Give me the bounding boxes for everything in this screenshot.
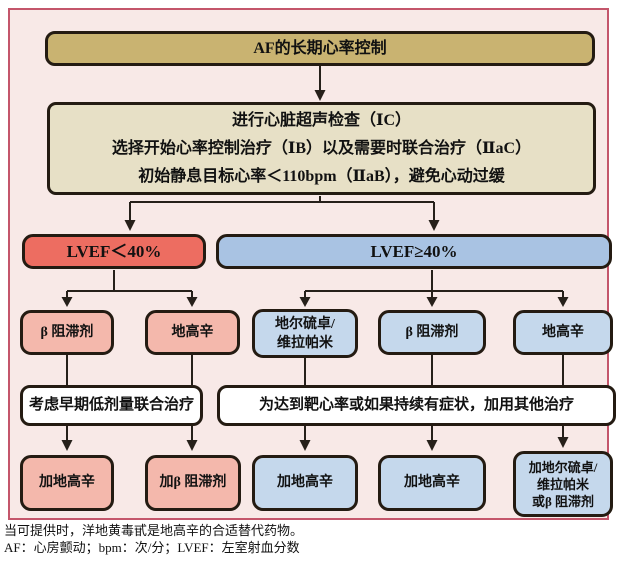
digoxin-label-high: 地高辛 [542, 324, 584, 340]
add-diltiazem-verapamil-or-beta-blocker-box: 加地尔硫卓/ 维拉帕米 或β 阻滞剂 [513, 451, 613, 517]
assessment-line-1: 进行心脏超声检查（ⅠC） [231, 111, 412, 129]
flowchart-panel: AF的长期心率控制 进行心脏超声检查（ⅠC） 选择开始心率控制治疗（ⅠB）以及需… [8, 8, 616, 520]
lvef-below-40-box: LVEF＜40% [22, 234, 206, 269]
lvef-below-40-label: LVEF＜40% [66, 241, 162, 261]
early-combo-therapy-box: 考虑早期低剂量联合治疗 [20, 385, 203, 426]
diltiazem-verapamil-box: 地尔硫卓/ 维拉帕米 [252, 309, 358, 358]
beta-blocker-label-high: β 阻滞剂 [405, 324, 459, 340]
footnote-line-1: 当可提供时，洋地黄毒甙是地高辛的合适替代药物。 [4, 523, 304, 538]
add-digoxin-box-high-1: 加地高辛 [252, 455, 358, 511]
title-text: AF的长期心率控制 [253, 39, 387, 57]
early-combo-therapy-text: 考虑早期低剂量联合治疗 [28, 397, 194, 414]
add-diltiazem-line-1: 加地尔硫卓/ [528, 459, 598, 475]
assessment-line-2: 选择开始心率控制治疗（ⅠB）以及需要时联合治疗（ⅡaC） [111, 139, 532, 157]
assessment-box: 进行心脏超声检查（ⅠC） 选择开始心率控制治疗（ⅠB）以及需要时联合治疗（ⅡaC… [47, 102, 596, 195]
digoxin-box-low: 地高辛 [145, 310, 240, 355]
target-rate-additional-therapy-text: 为达到靶心率或如果持续有症状，加用其他治疗 [258, 397, 574, 414]
add-diltiazem-line-3: 或β 阻滞剂 [531, 493, 595, 509]
add-beta-blocker-box-low: 加β 阻滞剂 [145, 455, 241, 511]
digoxin-box-high: 地高辛 [513, 310, 613, 355]
add-digoxin-label-high-2: 加地高辛 [404, 475, 460, 491]
add-beta-blocker-label-low: 加β 阻滞剂 [159, 475, 227, 491]
beta-blocker-box-low: β 阻滞剂 [20, 310, 114, 355]
add-digoxin-box-high-2: 加地高辛 [378, 455, 486, 511]
target-rate-additional-therapy-box: 为达到靶心率或如果持续有症状，加用其他治疗 [217, 385, 616, 426]
add-digoxin-box-low-1: 加地高辛 [20, 455, 114, 511]
lvef-above-40-box: LVEF≥40% [216, 234, 612, 269]
footnote: 当可提供时，洋地黄毒甙是地高辛的合适替代药物。 AF：心房颤动；bpm：次/分；… [4, 522, 604, 556]
beta-blocker-box-high: β 阻滞剂 [378, 310, 486, 355]
diltiazem-verapamil-line-2: 维拉帕米 [277, 335, 333, 351]
add-diltiazem-line-2: 维拉帕米 [536, 476, 589, 492]
digoxin-label: 地高辛 [171, 324, 214, 340]
assessment-line-3: 初始静息目标心率＜110bpm（ⅡaB），避免心动过缓 [138, 167, 505, 185]
add-digoxin-label-high-1: 加地高辛 [277, 475, 333, 491]
add-digoxin-label-low-1: 加地高辛 [39, 475, 95, 491]
beta-blocker-label: β 阻滞剂 [40, 324, 94, 340]
lvef-above-40-label: LVEF≥40% [370, 241, 458, 261]
diltiazem-verapamil-line-1: 地尔硫卓/ [275, 316, 335, 332]
title-box: AF的长期心率控制 [45, 31, 595, 66]
footnote-line-2: AF：心房颤动；bpm：次/分；LVEF：左室射血分数 [4, 540, 300, 555]
